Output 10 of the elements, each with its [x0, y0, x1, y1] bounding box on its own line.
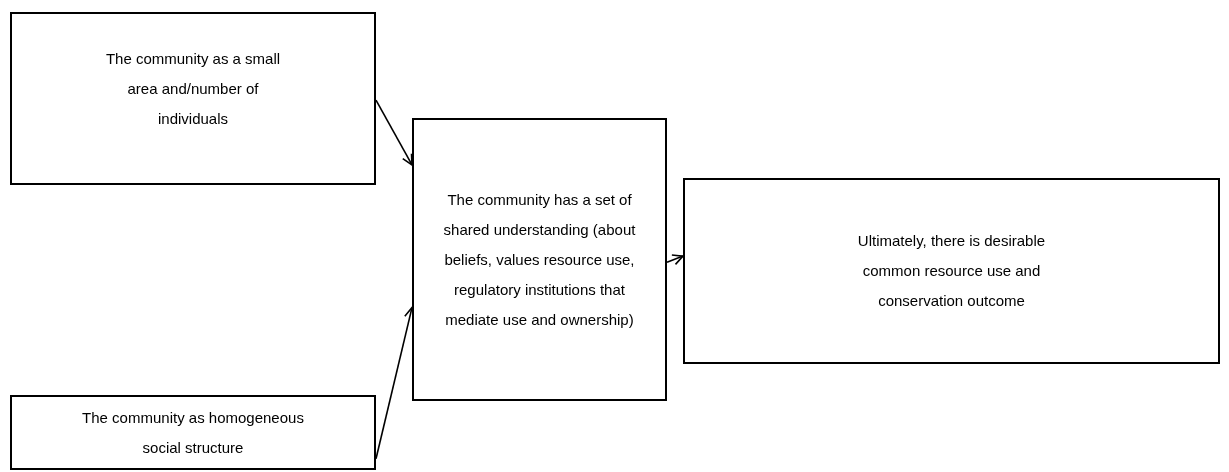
text-box: [412, 118, 667, 401]
arrow: [666, 254, 684, 266]
text-box: [10, 12, 376, 185]
text-box: [683, 178, 1220, 364]
box-text: The community has a set of shared understanding (about beliefs, values resource use, regulatory institutions that mediate use and ownership): [442, 189, 637, 330]
box-text: The community as a small area and/number of individuals: [104, 48, 282, 129]
text-box: [10, 395, 376, 470]
arrow: [375, 99, 413, 166]
box-text: Ultimately, there is desirable common resource use and conservation outcome: [856, 231, 1047, 311]
box-text: The community as homogeneous social structure: [82, 407, 304, 458]
